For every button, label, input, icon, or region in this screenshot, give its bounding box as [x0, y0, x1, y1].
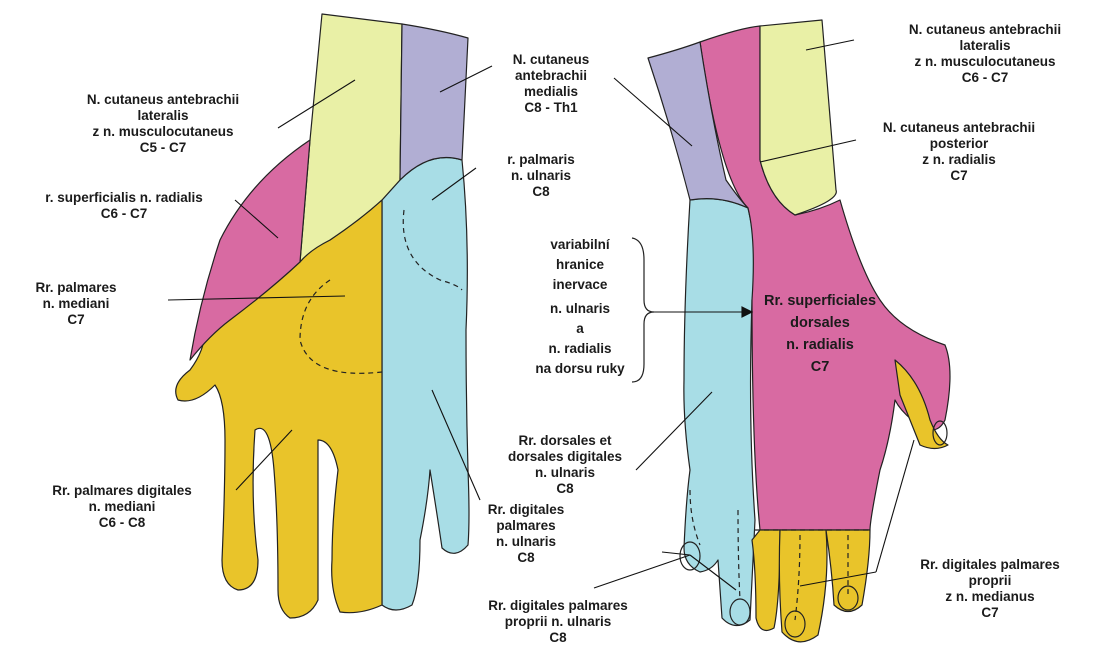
dorsal-ulnar-region [684, 199, 755, 626]
dorsal-median-fingers [752, 530, 780, 630]
palmar-ulnar-region [382, 158, 469, 611]
dorsal-median-finger-3 [826, 530, 870, 612]
variability-brace [632, 238, 654, 382]
dorsal-lateral-forearm-region [760, 20, 836, 215]
palmar-medial-forearm-region [400, 24, 468, 180]
